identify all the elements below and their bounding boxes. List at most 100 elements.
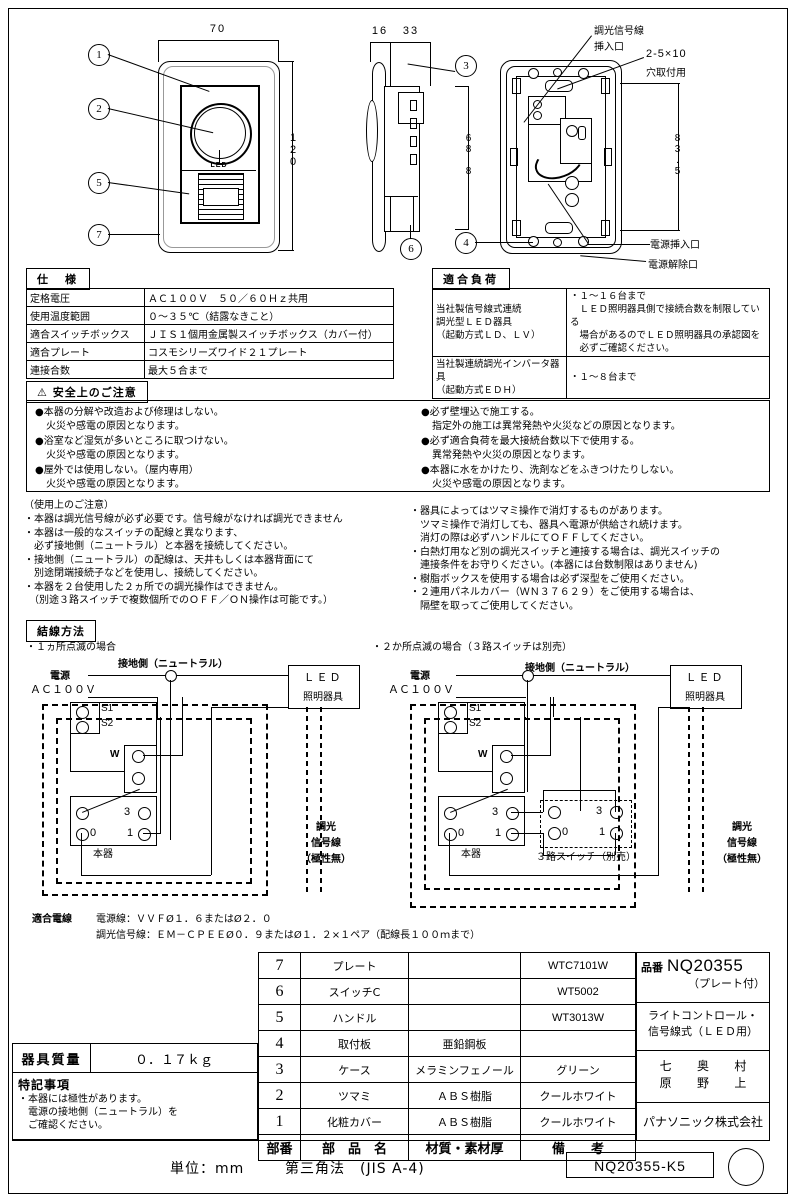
parts-cell-material: ＡＢＳ樹脂 xyxy=(408,1108,521,1135)
leader-power-inlet xyxy=(588,244,650,245)
spec-row-label: 連接合数 xyxy=(26,360,145,379)
parts-cell-name: 化粧カバー xyxy=(300,1108,409,1135)
footer-row xyxy=(12,1140,770,1190)
balloon-3: 3 xyxy=(455,55,477,77)
model-sub: （プレート付） xyxy=(688,977,765,990)
wd2-t0-label: 0 xyxy=(458,827,465,839)
safety-title-label: 安全上のご注意 xyxy=(52,386,137,399)
remarks-title: 特記事項 xyxy=(18,1078,71,1092)
wd1-led-dashed-2 xyxy=(320,707,322,892)
safety-item-head: ●浴室など湿気が多いところに取つけない。 xyxy=(35,436,234,447)
parts-cell-material: ＡＢＳ樹脂 xyxy=(408,1082,521,1109)
spec-title-text: 仕 様 xyxy=(26,268,90,290)
approver-top-row: 七奥村 xyxy=(647,1057,759,1074)
dim-68-8-text: 68.8 xyxy=(463,133,474,177)
dim-83-5-text: 83.5 xyxy=(672,133,683,177)
safety-left-list: ●本器の分解や改造および修理はしない。火災や感電の原因となります。●浴室など湿気… xyxy=(35,406,407,490)
usage-line: ・本器は調光信号線が必ず必要です。信号線がなければ調光できません xyxy=(24,514,343,525)
balloon-1: 1 xyxy=(88,44,110,66)
wd1-led-dashed-1 xyxy=(306,707,308,892)
wd2-tw-t3-label: 3 xyxy=(596,805,603,817)
safety-item: ●本器に水をかけたり、洗剤などをふきつけたりしない。火災や感電の原因となります。 xyxy=(421,464,761,491)
wd1-w-label: W xyxy=(110,749,120,760)
model-no: NQ20355 xyxy=(667,956,744,975)
parts-cell-remark xyxy=(520,1030,636,1057)
parts-cell-no: 1 xyxy=(258,1108,301,1135)
spec-row-value: ＪＩＳ１個用金属製スイッチボックス（カバー付） xyxy=(144,324,394,343)
wd1-signal-label1: 調光 xyxy=(316,822,336,833)
mass-label: 器具質量 xyxy=(12,1043,91,1073)
wd1-t0-label: 0 xyxy=(90,827,97,839)
parts-cell-material xyxy=(408,1004,521,1031)
balloon-2: 2 xyxy=(88,98,110,120)
sheet-border xyxy=(8,8,788,1194)
wd1-voltage-label: ＡＣ１００Ｖ xyxy=(30,684,96,696)
footer-revision-circle xyxy=(728,1148,764,1186)
grille-window xyxy=(203,188,239,206)
usage-line: 連接条件をお守りください。(本器には台数制限はありません) xyxy=(410,560,698,571)
wd1-device-label: 本器 xyxy=(93,849,113,860)
titleblock-approvers: 七奥村 原野上 xyxy=(637,1051,769,1103)
safety-item-sub: 指定外の施工は異常発熱や火災などの原因となります。 xyxy=(432,420,681,432)
usage-line: 別途閉端接続子などを使用し、接続してください。 xyxy=(24,568,264,579)
safety-right-list: ●必ず壁埋込で施工する。指定外の施工は異常発熱や火災などの原因となります。●必ず… xyxy=(421,406,761,490)
wd2-threeway-label: ３路スイッチ（別売） xyxy=(536,852,636,863)
parts-header-name: 部 品 名 xyxy=(300,1134,409,1161)
leader-6 xyxy=(410,225,411,239)
usage-line: ・白熱灯用など別の調光スイッチと連接する場合は、調光スイッチの xyxy=(410,546,720,558)
spec-row-label: 適合スイッチボックス xyxy=(26,324,145,343)
usage-line: （別途３路スイッチで複数個所でのＯＦＦ／ＯＮ操作は可能です。） xyxy=(24,595,333,606)
usage-line: 隔壁を取ってご使用してください。 xyxy=(410,600,579,612)
wd1-signal-loop-outer xyxy=(42,704,268,896)
spec-row-value: コスモシリーズワイド２１プレート xyxy=(144,342,394,361)
spec-row-label: 定格電圧 xyxy=(26,288,145,307)
load-row-value: ・１～１６台まで ＬＥＤ照明器具側で接続合数を制限している 場合があるのでＬＥＤ… xyxy=(566,288,770,357)
model-label: 品番 xyxy=(641,961,663,974)
wd2-led-dashed-1 xyxy=(688,707,690,892)
parts-header-material: 材質・素材厚 xyxy=(408,1134,521,1161)
parts-cell-name: プレート xyxy=(300,952,409,979)
spec-title: 仕 様 xyxy=(26,268,90,290)
safety-item-head: ●本器に水をかけたり、洗剤などをふきつけたりしない。 xyxy=(421,465,680,476)
parts-cell-name: ケース xyxy=(300,1056,409,1083)
mount-slot-top xyxy=(545,80,573,92)
table-header-row: 部番部 品 名材質・素材厚備 考 xyxy=(258,1134,636,1161)
wd2-led-label2: 照明器具 xyxy=(685,692,725,703)
wd2-s1-label: S1 xyxy=(469,703,482,714)
callout-power-inlet: 電源挿入口 xyxy=(650,240,700,251)
parts-cell-material xyxy=(408,978,521,1005)
wd2-w-label: W xyxy=(478,749,488,760)
safety-box: ●本器の分解や改造および修理はしない。火災や感電の原因となります。●浴室など湿気… xyxy=(26,400,770,492)
spec-row-label: 適合プレート xyxy=(26,342,145,361)
mass-value: ０．１７ｋｇ xyxy=(90,1043,258,1073)
usage-item: ・本器は一般的なスイッチの配線と異なります、 必ず接地側（ニュートラル）と本器を… xyxy=(24,527,402,554)
wd2-neutral-label: 接地側（ニュートラル） xyxy=(525,663,635,674)
callout-hole-spec-2: 穴取付用 xyxy=(646,68,686,79)
footer-unit: 単位：mm xyxy=(170,1161,245,1177)
footer-drawing-no-text: NQ20355-K5 xyxy=(594,1158,686,1174)
usage-line: ・器具によってはツマミ操作で消灯するものがあります。 xyxy=(410,506,668,517)
spec-row: 連接合数最大５合まで xyxy=(26,360,394,379)
balloon-5: 5 xyxy=(88,172,110,194)
parts-cell-name: ツマミ xyxy=(300,1082,409,1109)
safety-item-sub: 異常発熱や火災の原因となります。 xyxy=(432,449,591,461)
wiring-title-text: 結線方法 xyxy=(26,620,96,642)
wd1-led-label1: ＬＥＤ xyxy=(303,672,343,684)
side-plate-bulge xyxy=(366,100,378,162)
safety-title-text: ⚠ 安全上のご注意 xyxy=(26,381,148,403)
load-row: 当社製連続調光インバータ器具（起動方式ＥＤＨ）・１～８台まで xyxy=(432,356,770,399)
balloon-7: 7 xyxy=(88,224,110,246)
wd1-t3-label: 3 xyxy=(124,806,131,818)
warning-triangle-icon: ⚠ xyxy=(37,386,48,399)
approver-name: 七 xyxy=(659,1059,672,1073)
usage-line: 消灯の際は必ずハンドルにてＯＦＦしてください。 xyxy=(410,533,650,544)
parts-cell-name: スイッチC xyxy=(300,978,409,1005)
leader-7 xyxy=(108,234,160,235)
